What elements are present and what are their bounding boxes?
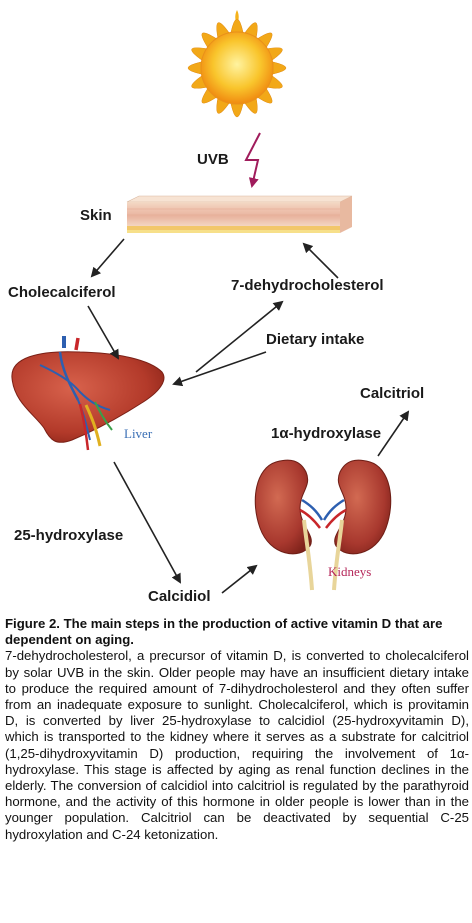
arrow-calcidiol-to-kidneys [221,564,258,594]
calcitriol-label: Calcitriol [360,385,425,402]
skin-label: Skin [80,207,112,224]
diagram-graphics [11,10,410,594]
arrow-liver-to-calcidiol [113,461,181,584]
dehydrocholesterol-label: 7-dehydrocholesterol [231,277,384,294]
liver-illustration [11,336,165,451]
arrow-dehydrocholesterol-to-skin [302,242,339,279]
figure-caption: Figure 2. The main steps in the producti… [5,616,469,843]
25-hydroxylase-label: 25-hydroxylase [14,527,124,544]
kidneys-label: Kidneys [328,564,372,579]
1a-hydroxylase-label: 1α-hydroxylase [271,425,382,442]
liver-label: Liver [124,426,153,441]
arrow-dietary-intake-to-liver [172,351,267,387]
vitamin-d-diagram: UVB Skin Cholecalciferol 7-dehydrocholes… [8,10,425,605]
cholecalciferol-label: Cholecalciferol [8,284,116,301]
arrow-kidneys-to-calcitriol [377,410,410,457]
arrow-skin-to-cholecalciferol [90,238,125,278]
caption-body: 7-dehydrocholesterol, a precursor of vit… [5,648,469,842]
caption-title: Figure 2. The main steps in the producti… [5,616,443,648]
kidneys-illustration [254,459,392,591]
uvb-arrow [244,132,261,188]
uvb-label: UVB [197,151,229,168]
sun-icon [187,10,287,118]
arrow-liver-to-dehydrocholesterol [195,300,284,373]
calcidiol-label: Calcidiol [148,588,211,605]
arrow-cholecalciferol-to-liver [87,305,119,360]
skin-layer-illustration [126,195,353,233]
dietary-intake-label: Dietary intake [266,331,365,348]
